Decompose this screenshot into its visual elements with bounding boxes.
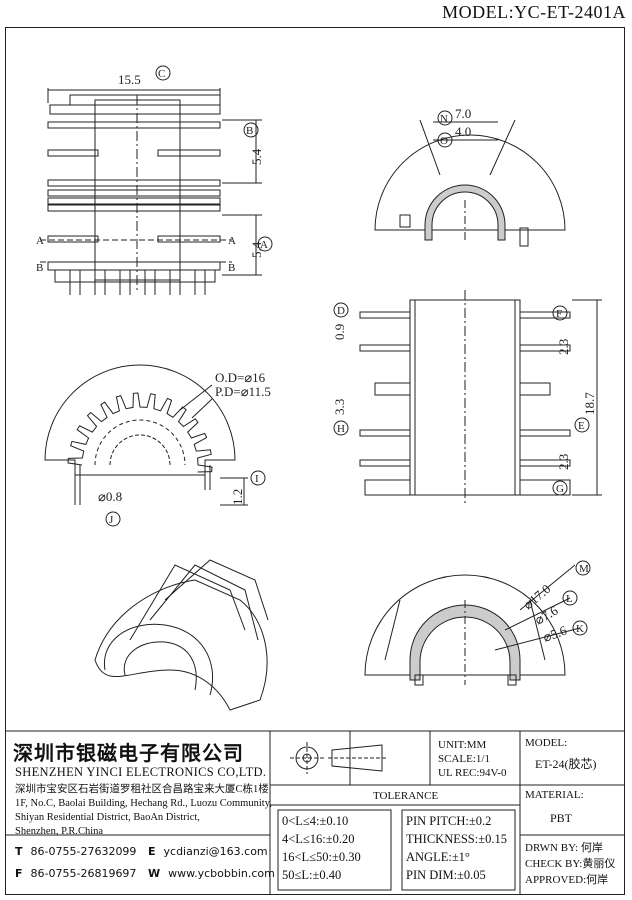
callout-e: E xyxy=(578,420,585,432)
callout-i: I xyxy=(255,473,259,485)
side-view-right: 0.9 D 3.3 H 2.3 F 18.7 E 2.3 G xyxy=(332,290,602,505)
tolerance-right-2: THICKNESS:±0.15 xyxy=(406,832,507,846)
callout-n: N xyxy=(440,113,448,125)
dim-k-5-6: ⌀5.6 xyxy=(541,622,569,645)
front-view-top-left: A A B B 15.5 C 5.4 B 5.4 A xyxy=(36,65,273,295)
address-line-2: 1F, No.C, Baolai Building, Hechang Rd., … xyxy=(15,798,272,809)
address-line-4: Shenzhen, P.R.China xyxy=(15,826,104,837)
gear-section-view: O.D=⌀16 P.D=⌀11.5 ⌀0.8 J 1.2 I xyxy=(44,364,271,527)
dim-g-2-3: 2.3 xyxy=(556,454,571,470)
dim-b-5-4: 5.4 xyxy=(249,148,264,165)
callout-h: H xyxy=(337,423,345,435)
title-block: 深圳市银磁电子有限公司 SHENZHEN YINCI ELECTRONICS C… xyxy=(5,731,625,895)
callout-k: K xyxy=(576,623,584,635)
model-label: MODEL: xyxy=(525,737,568,749)
scale: SCALE:1/1 xyxy=(438,753,490,765)
dim-n-7-0: 7.0 xyxy=(455,106,471,121)
tolerance-label: TOLERANCE xyxy=(373,790,439,802)
approved-by: APPROVED:何岸 xyxy=(525,874,609,886)
check-by: CHECK BY:黄丽仪 xyxy=(525,858,616,870)
model-value: ET-24(胶芯) xyxy=(535,757,597,771)
dim-d-0-9: 0.9 xyxy=(332,324,347,340)
model-title: MODEL:YC-ET-2401A xyxy=(442,2,626,22)
callout-b: B xyxy=(246,125,253,137)
tel-row: T 86-0755-27632099 xyxy=(15,845,136,858)
tel-value: 86-0755-27632099 xyxy=(30,845,137,858)
dim-width-15-5: 15.5 xyxy=(118,72,141,87)
end-view-bottom-right: ⌀17.0 ⌀7.6 ⌀5.6 M L K xyxy=(364,560,591,686)
callout-a: A xyxy=(260,239,268,251)
tolerance-left-1: 0<L≤4:±0.10 xyxy=(282,814,349,828)
callout-f: F xyxy=(556,308,562,320)
dim-a-5-4: 5.4 xyxy=(249,241,264,258)
address-line-3: Shiyan Residential District, BaoAn Distr… xyxy=(15,812,200,823)
title-block-grid xyxy=(5,730,625,895)
email-key: E xyxy=(148,845,156,858)
ul-rec: UL REC:94V-0 xyxy=(438,767,507,779)
fax-value: 86-0755-26819697 xyxy=(30,867,137,880)
callout-m: M xyxy=(579,563,589,575)
callout-o: O xyxy=(440,135,448,147)
tolerance-left-4: 50≤L:±0.40 xyxy=(282,868,342,882)
section-mark-b-left: B xyxy=(36,262,43,274)
web-value[interactable]: www.ycbobbin.com xyxy=(168,867,275,880)
company-name-cn: 深圳市银磁电子有限公司 xyxy=(13,741,244,765)
material-value: PBT xyxy=(550,811,573,825)
tolerance-right-3: ANGLE:±1° xyxy=(406,850,470,864)
isometric-view xyxy=(94,559,269,711)
drawn-by: DRWN BY: 何岸 xyxy=(525,842,603,854)
dim-e-18-7: 18.7 xyxy=(582,392,597,415)
dim-pitch-diameter: P.D=⌀11.5 xyxy=(215,384,271,399)
section-mark-a-left: A xyxy=(36,235,44,247)
end-view-top-right: 7.0 4.0 N O xyxy=(374,106,566,247)
tolerance-right-1: PIN PITCH:±0.2 xyxy=(406,814,492,828)
company-name-en: SHENZHEN YINCI ELECTRONICS CO,LTD. xyxy=(15,765,267,779)
callout-c: C xyxy=(158,68,165,80)
dim-j-0-8: ⌀0.8 xyxy=(98,489,122,504)
dim-i-1-2: 1.2 xyxy=(230,489,245,505)
section-mark-a-right: A xyxy=(228,235,236,247)
callout-j: J xyxy=(109,514,114,526)
dim-f-2-3: 2.3 xyxy=(556,339,571,355)
material-label: MATERIAL: xyxy=(525,789,584,801)
tolerance-left-2: 4<L≤16:±0.20 xyxy=(282,832,355,846)
web-key: W xyxy=(148,867,161,880)
callout-g: G xyxy=(556,483,564,495)
fax-row: F 86-0755-26819697 xyxy=(15,867,136,880)
email-value[interactable]: ycdianzi@163.com xyxy=(163,845,268,858)
drawing-frame xyxy=(5,27,625,895)
address-line-1: 深圳市宝安区石岩街道罗租社区合昌路宝来大厦C栋1楼 xyxy=(15,784,269,795)
callout-l: L xyxy=(566,593,573,605)
dim-h-3-3: 3.3 xyxy=(332,399,347,415)
dim-outer-diameter: O.D=⌀16 xyxy=(215,370,266,385)
tel-key: T xyxy=(15,845,23,858)
tolerance-right-4: PIN DIM:±0.05 xyxy=(406,868,486,882)
dim-o-4-0: 4.0 xyxy=(455,124,471,139)
callout-d: D xyxy=(337,305,345,317)
unit: UNIT:MM xyxy=(438,739,487,751)
section-mark-b-right: B xyxy=(228,262,235,274)
fax-key: F xyxy=(15,867,23,880)
tolerance-left-3: 16<L≤50:±0.30 xyxy=(282,850,361,864)
